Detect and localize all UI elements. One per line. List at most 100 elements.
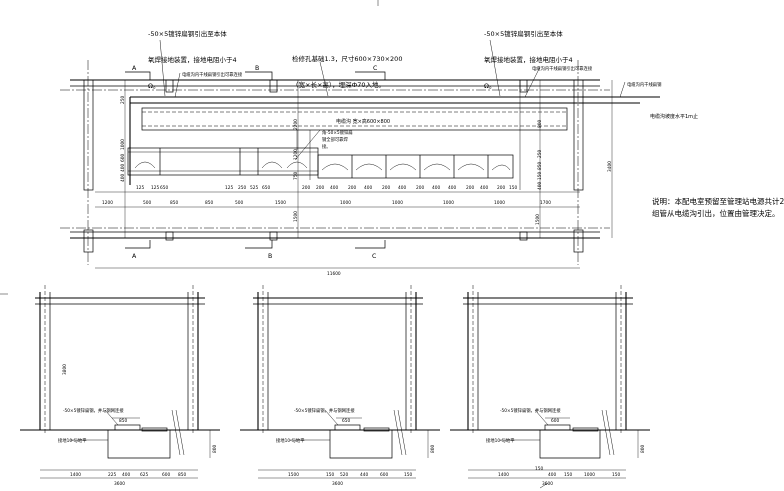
callout-inner-channel-right: 电缆沟内干线扁钢引出可靠连接 <box>532 65 593 72</box>
dim-r1-20: 150 <box>509 185 517 191</box>
dim-r1-14: 200 <box>416 185 424 191</box>
dim-r1-9: 400 <box>330 185 338 191</box>
s2-right-dim: 800 <box>430 445 436 453</box>
dim-v-3: 400 <box>120 164 126 172</box>
dim-r2-2: 850 <box>170 200 178 206</box>
dim-r1-4: 250 <box>238 185 246 191</box>
dim-r1-12: 200 <box>382 185 390 191</box>
s1-top-dim: 850 <box>119 418 127 424</box>
section-cut-marks: A B C A B C <box>125 65 386 260</box>
dim-r1-3: 125 <box>225 185 233 191</box>
s3-dim-5: 150 <box>612 472 620 478</box>
dim-r2-1: 500 <box>143 200 151 206</box>
callout-main-steel: 电缆沟内干线扁钢 <box>627 81 661 88</box>
section-mark-a-top: A <box>132 65 137 72</box>
s3-dim-0: 1400 <box>498 472 509 478</box>
s3-dim-4: 1000 <box>584 472 595 478</box>
s1-ground-note: 接地10-与地平 <box>58 437 87 444</box>
dim-r2-3: 850 <box>205 200 213 206</box>
dim-v-1: 1000 <box>120 139 126 150</box>
s3-dim-2: 400 <box>548 472 556 478</box>
s1-dim-4: 600 <box>162 472 170 478</box>
dim-r1-7: 200 <box>302 185 310 191</box>
grounding-note-right-line2: 氧焊接地装置，接地电阻小于4 <box>484 55 573 64</box>
dim-vr-2: 850 <box>537 162 543 170</box>
section-mark-c-bottom: C <box>372 253 376 260</box>
dim-r1-18: 400 <box>480 185 488 191</box>
section-mark-c-top: C <box>373 65 377 72</box>
s2-dim-2: 520 <box>340 472 348 478</box>
grounding-note-left-line3: Ω。 <box>148 82 160 91</box>
slope-label: 电缆沟坡度水平1m止 <box>650 113 698 120</box>
dim-v-5: 2200 <box>293 119 299 130</box>
s2-ground-note: 接地10-与地平 <box>276 437 305 444</box>
s1-steel-note: -50×5镀锌扁钢，并与钢网连接 <box>63 407 124 414</box>
equipment-bays <box>127 147 514 179</box>
bracket-note-line2: 钢全部可靠焊 <box>322 136 348 143</box>
grounding-note-left-line2: 氧焊接地装置，接地电阻小于4 <box>148 55 237 64</box>
trench-label: 电缆沟 宽×高600×800 <box>336 118 390 125</box>
s2-top-dim: 650 <box>342 418 350 424</box>
bracket-note-line3: 接。 <box>322 143 331 150</box>
dim-r2-8: 1000 <box>443 200 454 206</box>
dim-r1-16: 400 <box>448 185 456 191</box>
section-3 <box>450 285 650 489</box>
dim-r1-8: 200 <box>316 185 324 191</box>
dim-v-0: 250 <box>120 96 126 104</box>
dim-r2-5: 1500 <box>275 200 286 206</box>
s2-steel-note: -50×5镀锌扁钢，并与钢网连接 <box>294 407 355 414</box>
s1-dim-0: 1400 <box>70 472 81 478</box>
dim-vr-3: 150 <box>537 172 543 180</box>
dim-r2-7: 1000 <box>392 200 403 206</box>
s1-total: 3600 <box>114 481 125 487</box>
dim-vr-1: 250 <box>537 150 543 158</box>
s2-dim-4: 600 <box>380 472 388 478</box>
section-mark-b-top: B <box>255 65 259 72</box>
horizontal-dimensions: 125 125 650 125 250 525 650 200 200 400 … <box>95 185 580 277</box>
section-1 <box>20 285 220 479</box>
s2-total: 3600 <box>332 481 343 487</box>
grounding-note-right: -50×5镀锌扁钢引出至本体 氧焊接地装置，接地电阻小于4 Ω。 <box>484 12 573 100</box>
s3-top-dim: 600 <box>551 418 559 424</box>
grounding-note-right-line1: -50×5镀锌扁钢引出至本体 <box>484 29 563 38</box>
dim-vr-4: 400 <box>537 182 543 190</box>
section-labels: 3800 -50×5镀锌扁钢，并与钢网连接 接地10-与地平 850 1400 … <box>58 364 646 487</box>
explanation-note-line1: 说明：本配电室预留至管理站电源共计2 <box>652 197 784 206</box>
dim-r1-2: 650 <box>160 185 168 191</box>
s3-ground-note: 接地10-与地平 <box>486 437 515 444</box>
dim-v-2: 600 <box>120 154 126 162</box>
s3-right-dim: 800 <box>640 445 646 453</box>
grounding-note-left-line1: -50×5镀锌扁钢引出至本体 <box>148 29 227 38</box>
dim-r2-0: 1200 <box>102 200 113 206</box>
dim-v-10: 3400 <box>607 161 613 172</box>
grounding-note-left: -50×5镀锌扁钢引出至本体 氧焊接地装置，接地电阻小于4 Ω。 <box>148 12 237 100</box>
dim-v-6: 1200 <box>293 149 299 160</box>
dim-r1-13: 400 <box>398 185 406 191</box>
vertical-dimensions: 250 1000 600 400 400 2200 1200 750 1500 … <box>120 80 613 238</box>
dim-r1-0: 125 <box>136 185 144 191</box>
foundation-spec-line2: （宽×长×高），埋深Ф70入地。 <box>292 80 386 89</box>
dim-r1-11: 400 <box>364 185 372 191</box>
dim-r2-10: 1700 <box>540 200 551 206</box>
explanation-note: 说明：本配电室预留至管理站电源共计2 组管从电缆沟引出，位置由管理决定。 <box>652 196 784 219</box>
electrical-plan-drawing: .ln { stroke: #000; stroke-width: 0.7; f… <box>0 0 698 489</box>
dim-v-9: 1500 <box>535 214 541 225</box>
dim-r2-6: 1000 <box>340 200 351 206</box>
section-mark-a-bottom: A <box>132 253 137 260</box>
dim-v-7: 750 <box>293 172 299 180</box>
foundation-spec-line1: 检修孔基础1.3，尺寸600×730×200 <box>292 54 403 63</box>
dim-r1-5: 525 <box>250 185 258 191</box>
section-mark-b-bottom: B <box>268 253 272 260</box>
dim-total: 11600 <box>327 271 341 277</box>
s2-dim-1: 150 <box>326 472 334 478</box>
bracket-note-line1: 角-50×5镀锌扁 <box>322 129 353 136</box>
dim-r1-15: 400 <box>432 185 440 191</box>
dim-r1-1: 125 <box>151 185 159 191</box>
dim-r1-19: 200 <box>497 185 505 191</box>
dim-r1-17: 200 <box>466 185 474 191</box>
plan-view: A B C A B C 电缆沟内干线扁钢引出可靠连接 电缆沟内干线扁钢引出可靠连… <box>60 0 698 277</box>
s1-dim-2: 400 <box>122 472 130 478</box>
s1-dim-3: 625 <box>140 472 148 478</box>
s3-total: 3600 <box>542 481 553 487</box>
dim-r1-10: 200 <box>348 185 356 191</box>
